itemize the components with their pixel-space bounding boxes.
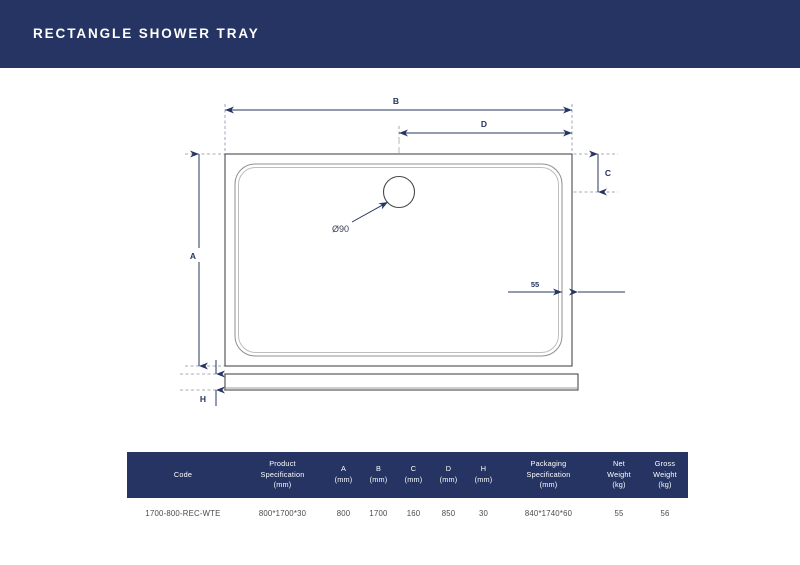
cell-packaging-specification: 840*1740*60 — [501, 497, 596, 529]
dimension-b-label: B — [393, 96, 399, 106]
column-header-a: A (mm) — [326, 452, 361, 498]
shower-tray-drawing-svg: B D A C Ø90 — [180, 96, 625, 406]
dimension-edge-width-label: 55 — [531, 280, 539, 289]
specification-table-body: 1700-800-REC-WTE 800*1700*30 800 1700 16… — [127, 497, 688, 529]
column-header-d-line-1: D — [445, 464, 452, 474]
column-header-net-weight: Net Weight (kg) — [596, 452, 642, 498]
dimension-d: D — [399, 119, 572, 137]
tray-inner-rectangle-inner — [238, 167, 559, 353]
specification-table: Code Product Specification (mm) A (mm) B… — [127, 452, 688, 529]
column-header-h-line-1: H — [480, 464, 487, 474]
table-header-row: Code Product Specification (mm) A (mm) B… — [127, 452, 688, 498]
column-header-h: H (mm) — [466, 452, 501, 498]
specification-table-head: Code Product Specification (mm) A (mm) B… — [127, 452, 688, 498]
column-header-d-line-2: (mm) — [439, 474, 458, 484]
column-header-code: Code — [127, 452, 239, 498]
column-header-gross-weight-line-1: Gross — [654, 459, 676, 468]
column-header-product-specification: Product Specification (mm) — [239, 452, 326, 498]
column-header-a-line-1: A — [340, 464, 347, 474]
cell-d: 850 — [431, 497, 466, 529]
cell-h: 30 — [466, 497, 501, 529]
column-header-b-line-1: B — [375, 464, 382, 474]
column-header-net-weight-line-2: Weight — [607, 469, 631, 479]
waste-hole-circle — [382, 175, 416, 209]
dimension-h: H — [200, 360, 225, 406]
column-header-c-line-1: C — [410, 464, 417, 474]
table-row: 1700-800-REC-WTE 800*1700*30 800 1700 16… — [127, 497, 688, 529]
dimension-h-label: H — [200, 394, 206, 404]
column-header-gross-weight-line-3: (kg) — [658, 480, 672, 490]
dimension-a-label: A — [190, 251, 196, 261]
dimension-c: C — [589, 150, 611, 196]
tray-profile-outer — [224, 373, 579, 391]
column-header-code-line-1: Code — [173, 469, 193, 479]
waste-hole-label: Ø90 — [332, 224, 349, 234]
cell-b: 1700 — [361, 497, 396, 529]
column-header-b: B (mm) — [361, 452, 396, 498]
waste-hole-leader-line — [351, 201, 389, 223]
column-header-gross-weight-line-2: Weight — [653, 469, 677, 479]
dimension-b: B — [225, 96, 572, 114]
technical-drawing: B D A C Ø90 — [0, 68, 800, 440]
column-header-net-weight-line-1: Net — [613, 459, 625, 468]
cell-code: 1700-800-REC-WTE — [127, 497, 239, 529]
tray-inner-rectangle-outer — [234, 163, 563, 357]
dimension-a: A — [186, 150, 208, 370]
column-header-product-specification-line-3: (mm) — [273, 480, 292, 490]
tray-side-elevation — [224, 373, 579, 391]
page-title: RECTANGLE SHOWER TRAY — [33, 26, 260, 41]
cell-c: 160 — [396, 497, 431, 529]
dimension-c-label: C — [605, 168, 611, 178]
column-header-packaging-specification: Packaging Specification (mm) — [501, 452, 596, 498]
column-header-d: D (mm) — [431, 452, 466, 498]
column-header-b-line-2: (mm) — [369, 474, 388, 484]
cell-net-weight: 55 — [596, 497, 642, 529]
column-header-product-specification-line-2: Specification — [260, 469, 305, 479]
cell-gross-weight: 56 — [642, 497, 688, 529]
dimension-d-label: D — [481, 119, 487, 129]
column-header-c-line-2: (mm) — [404, 474, 423, 484]
cell-a: 800 — [326, 497, 361, 529]
column-header-h-line-2: (mm) — [474, 474, 493, 484]
column-header-product-specification-line-1: Product — [269, 459, 296, 468]
column-header-c: C (mm) — [396, 452, 431, 498]
column-header-gross-weight: Gross Weight (kg) — [642, 452, 688, 498]
dimension-edge-width: 55 — [508, 280, 625, 296]
column-header-net-weight-line-3: (kg) — [612, 480, 626, 490]
column-header-packaging-specification-line-1: Packaging — [530, 459, 567, 468]
column-header-packaging-specification-line-3: (mm) — [539, 480, 558, 490]
cell-product-specification: 800*1700*30 — [239, 497, 326, 529]
waste-hole: Ø90 — [332, 175, 416, 234]
page-header-banner: RECTANGLE SHOWER TRAY — [0, 0, 800, 68]
column-header-packaging-specification-line-2: Specification — [526, 469, 571, 479]
column-header-a-line-2: (mm) — [334, 474, 353, 484]
